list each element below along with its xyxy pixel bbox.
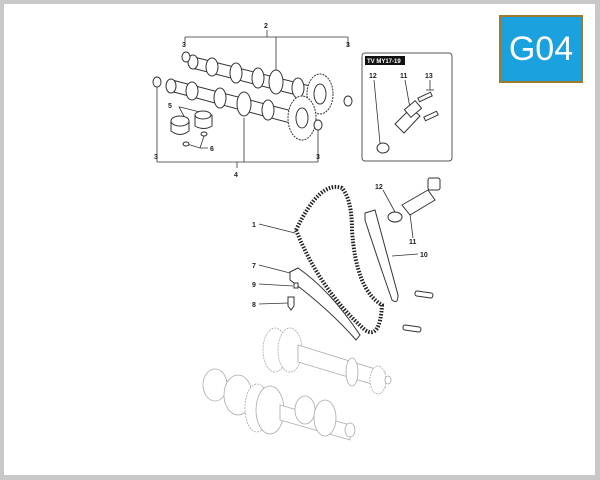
chain-tensioner-guide — [364, 209, 399, 303]
tappets — [170, 110, 213, 147]
inset-tag-bg — [365, 56, 405, 65]
lower-camshaft — [165, 78, 317, 141]
callout-11: 11 — [409, 239, 417, 246]
balance-shaft — [262, 327, 392, 395]
callout-6: 6 — [210, 146, 214, 153]
tensioner — [387, 177, 441, 223]
upper-camshaft — [187, 54, 334, 115]
inset-callout-11: 11 — [400, 73, 408, 80]
callout-1: 1 — [252, 222, 256, 229]
inset-box: TV MY17-19 12 11 13 — [361, 52, 453, 162]
section-code-badge: G04 — [499, 15, 583, 83]
callout-3: 3 — [346, 42, 350, 49]
timing-chain — [293, 184, 385, 335]
callout-4: 4 — [234, 172, 238, 179]
chain-guide-rail — [289, 267, 361, 341]
callout-9: 9 — [252, 282, 256, 289]
callout-5: 5 — [168, 103, 172, 110]
crankshaft — [202, 368, 356, 441]
inset-callout-12: 12 — [369, 73, 377, 80]
callout-7: 7 — [252, 263, 256, 270]
callout-2: 2 — [264, 23, 268, 30]
inset-callout-13: 13 — [425, 73, 433, 80]
pins — [402, 290, 434, 333]
callout-3: 3 — [154, 154, 158, 161]
callout-12: 12 — [375, 184, 383, 191]
inset-tag: TV MY17-19 — [367, 59, 401, 65]
callout-3: 3 — [316, 154, 320, 161]
callout-8: 8 — [252, 302, 256, 309]
callout-3: 3 — [182, 42, 186, 49]
callout-10: 10 — [420, 252, 428, 259]
small-parts — [287, 282, 299, 311]
camshaft-callouts — [156, 30, 349, 168]
seal-rings — [152, 51, 353, 131]
